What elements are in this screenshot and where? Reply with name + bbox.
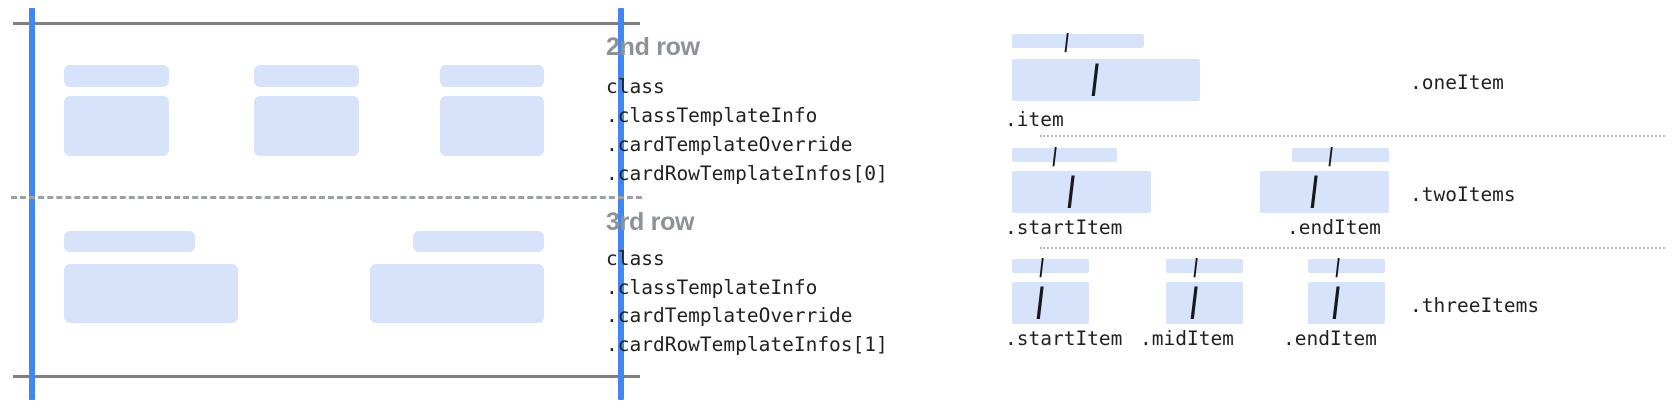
row3-code-line-3: .cardRowTemplateInfos[1] <box>606 333 888 356</box>
row2-col3-label-chip <box>440 65 544 87</box>
row2-code-line-1: .classTemplateInfo <box>606 104 818 127</box>
three-items-mid-large-slash: / <box>1190 279 1198 328</box>
row2-col2-body-chip <box>254 96 359 156</box>
row-heading-2nd: 2nd row <box>606 33 700 61</box>
three-items-start-caption: .startItem <box>1005 327 1123 350</box>
diagram-right-guide <box>618 8 624 400</box>
row2-col1-body-chip <box>64 96 169 156</box>
row2-col2-label-chip <box>254 65 359 87</box>
three-items-end-small-slash: / <box>1335 253 1340 283</box>
row3-code-line-1: .classTemplateInfo <box>606 276 818 299</box>
row-annotation-column: 2nd row class .classTemplateInfo .cardTe… <box>604 0 974 412</box>
diagram-bottom-rule <box>13 375 640 378</box>
two-items-end-small-slash: / <box>1328 142 1333 172</box>
row3-col2-label-chip <box>413 231 544 252</box>
two-items-end-caption: .endItem <box>1287 216 1381 239</box>
three-items-mid-large-chip <box>1166 282 1243 324</box>
variant-separator-2 <box>1040 247 1665 249</box>
one-item-small-slash: / <box>1064 28 1069 58</box>
card-row-layout-diagram <box>0 0 660 412</box>
three-items-mid-small-chip <box>1166 259 1243 273</box>
three-items-end-large-chip <box>1308 282 1385 324</box>
three-items-start-large-chip <box>1012 282 1089 324</box>
three-items-variant-label: .threeItems <box>1410 294 1540 317</box>
row3-col1-body-chip <box>64 264 238 323</box>
row2-col3-body-chip <box>440 96 544 156</box>
three-items-start-small-chip <box>1012 259 1089 273</box>
row2-code-line-2: .cardTemplateOverride <box>606 133 853 156</box>
two-items-end-large-slash: / <box>1310 168 1318 217</box>
row2-col1-label-chip <box>64 65 169 87</box>
diagram-top-rule <box>13 22 640 25</box>
two-items-end-large-chip <box>1260 171 1389 213</box>
two-items-start-caption: .startItem <box>1005 216 1123 239</box>
three-items-mid-caption: .midItem <box>1140 327 1234 350</box>
three-items-start-small-slash: / <box>1039 253 1044 283</box>
row2-code-line-0: class <box>606 75 665 98</box>
three-items-end-small-chip <box>1308 259 1385 273</box>
three-items-end-caption: .endItem <box>1283 327 1377 350</box>
one-item-large-chip <box>1012 59 1200 101</box>
row3-code-line-0: class <box>606 247 665 270</box>
row-heading-3rd: 3rd row <box>606 208 695 236</box>
two-items-variant-label: .twoItems <box>1410 183 1516 206</box>
item-variants-panel: / / .item .oneItem / / .startItem / / .e… <box>980 0 1676 412</box>
row3-col1-label-chip <box>64 231 195 252</box>
row2-code-line-3: .cardRowTemplateInfos[0] <box>606 162 888 185</box>
two-items-start-large-chip <box>1012 171 1151 213</box>
three-items-start-large-slash: / <box>1036 279 1044 328</box>
row3-col2-body-chip <box>370 264 544 323</box>
one-item-large-slash: / <box>1091 56 1099 105</box>
two-items-end-small-chip <box>1292 148 1389 162</box>
two-items-start-small-slash: / <box>1052 142 1057 172</box>
variant-separator-1 <box>1040 135 1665 137</box>
diagram-row-divider <box>11 196 642 199</box>
three-items-mid-small-slash: / <box>1193 253 1198 283</box>
two-items-start-small-chip <box>1012 148 1117 162</box>
row3-code-line-2: .cardTemplateOverride <box>606 304 853 327</box>
diagram-left-guide <box>29 8 35 400</box>
one-item-small-chip <box>1012 34 1144 48</box>
one-item-caption: .item <box>1005 108 1064 131</box>
three-items-end-large-slash: / <box>1332 279 1340 328</box>
one-item-variant-label: .oneItem <box>1410 71 1504 94</box>
two-items-start-large-slash: / <box>1067 168 1075 217</box>
